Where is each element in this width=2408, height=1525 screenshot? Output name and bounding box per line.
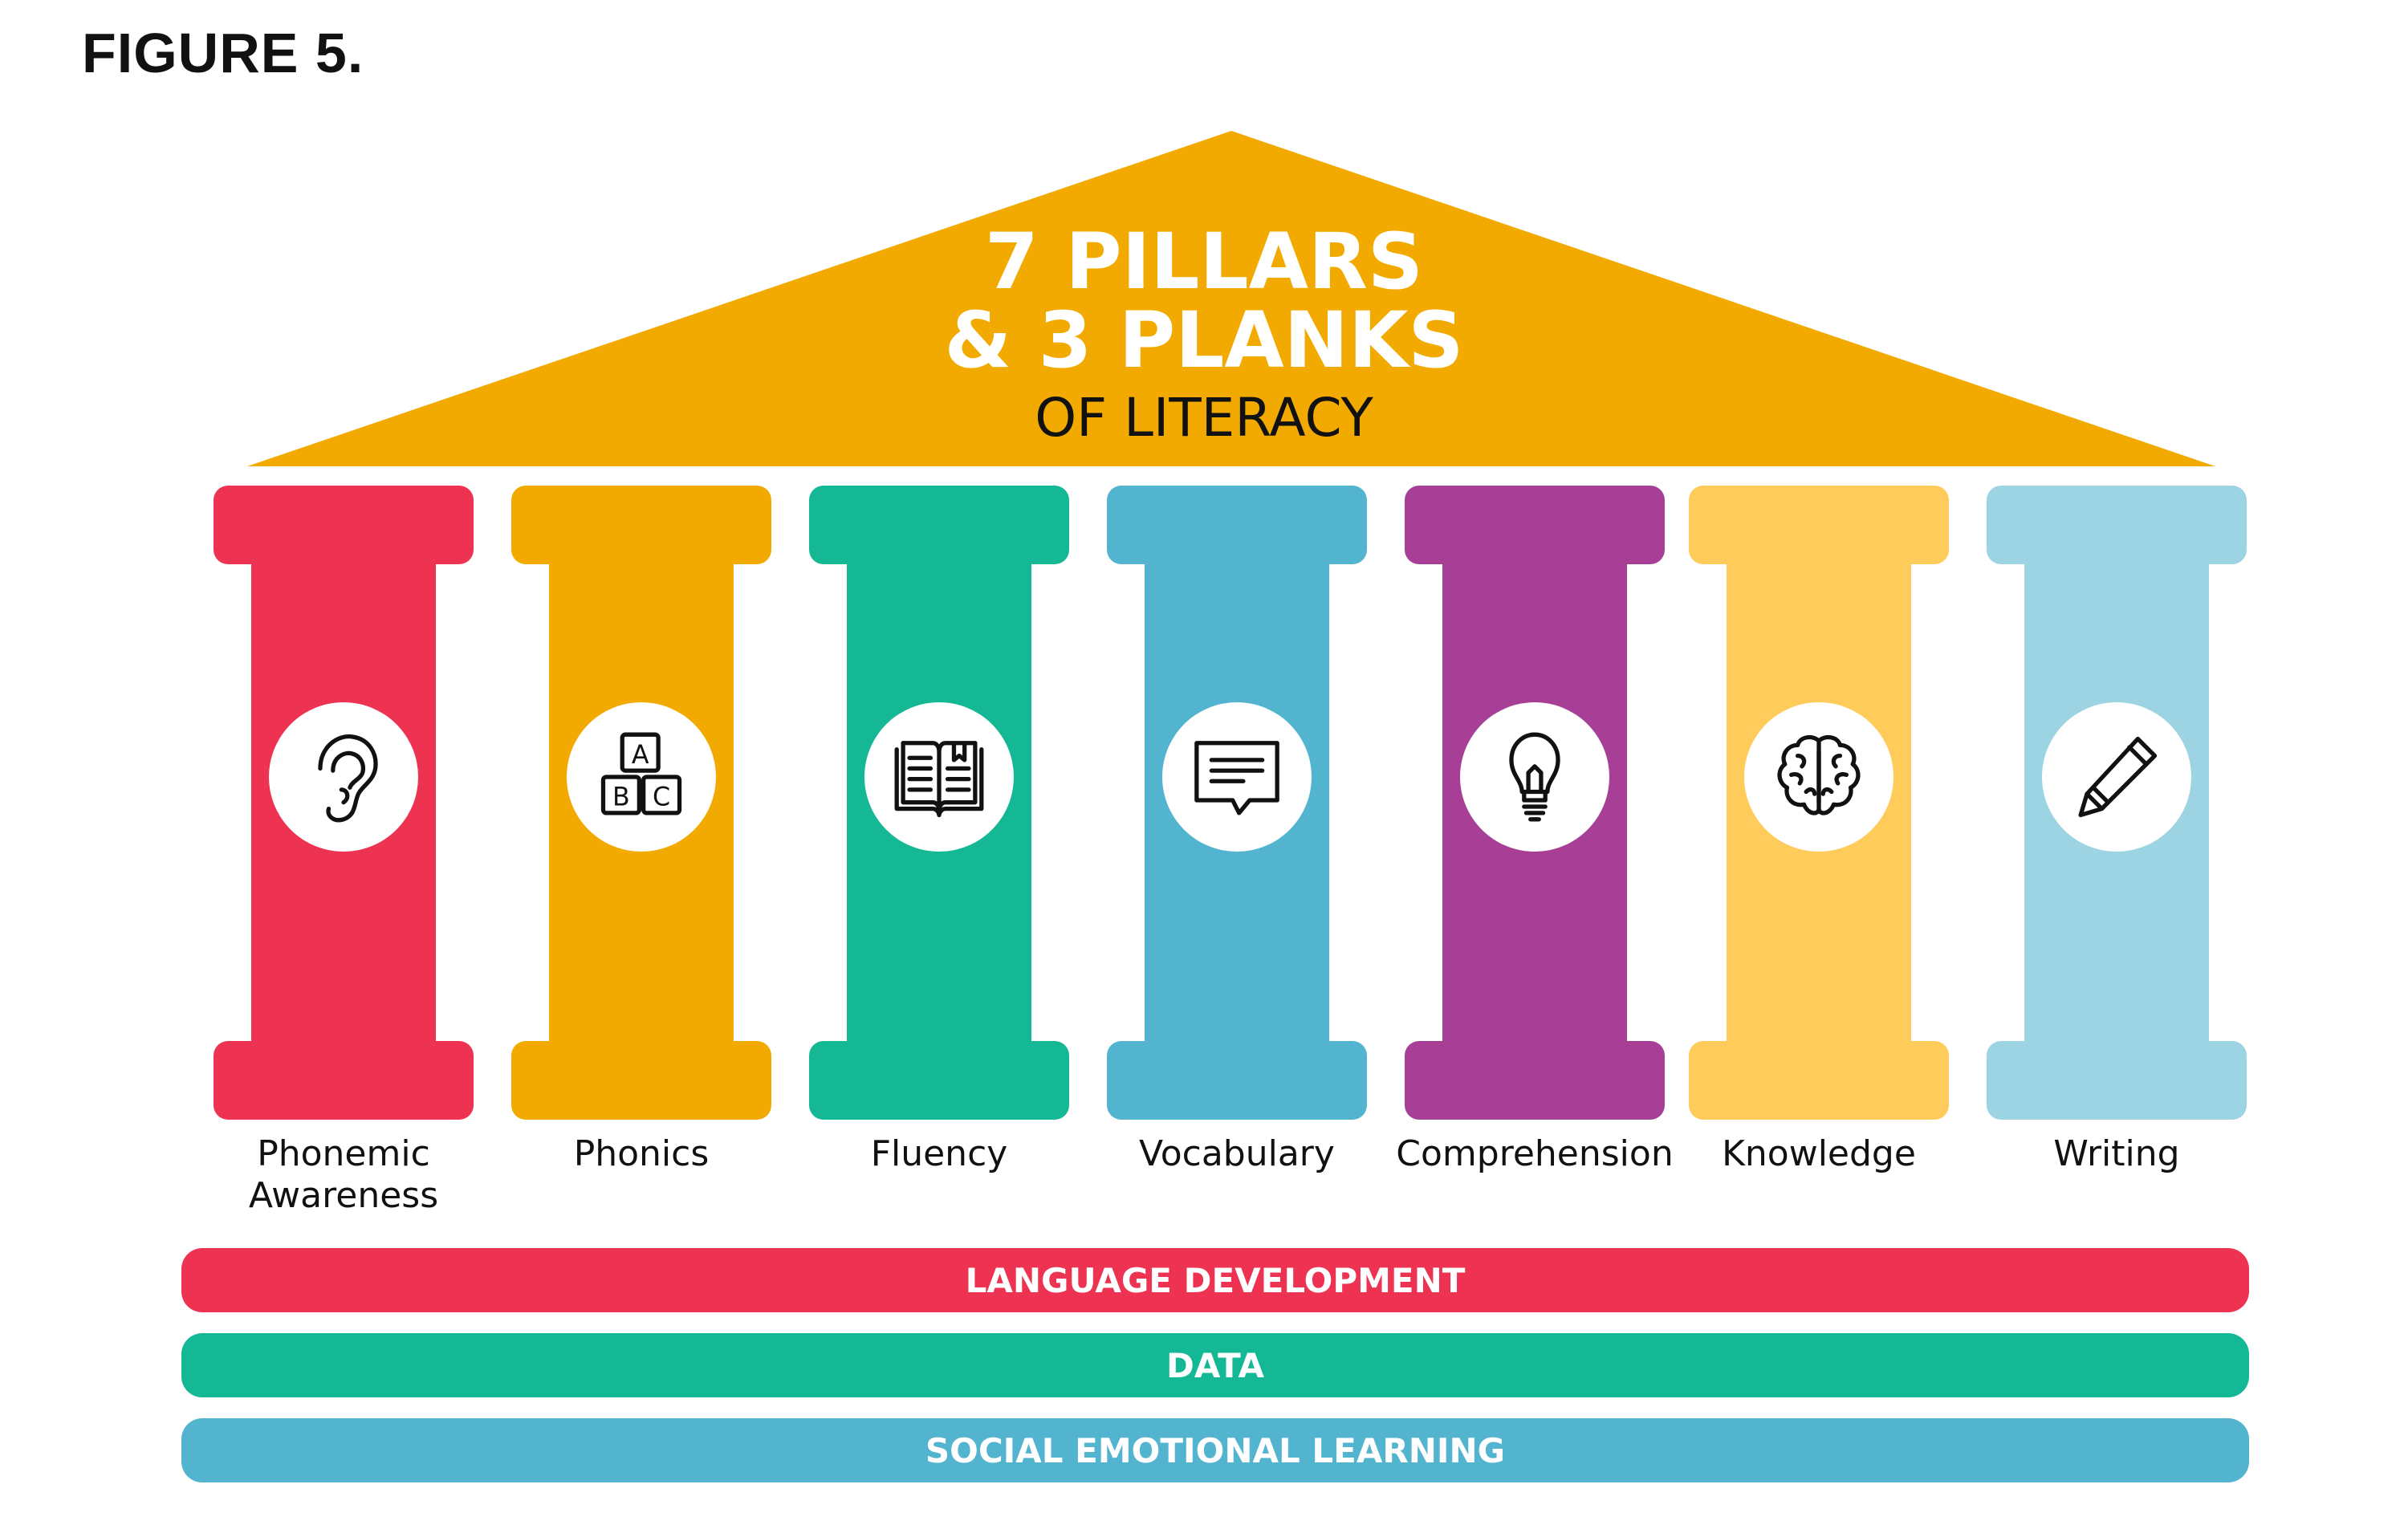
block-letter-c: C: [653, 783, 670, 812]
pillar-label-vocabulary: Vocabulary: [1139, 1133, 1335, 1174]
pillar-cap-bottom: [1405, 1041, 1665, 1120]
pillar-writing: [1987, 486, 2247, 1120]
plank-data: DATA: [181, 1333, 2249, 1397]
pillar-cap-bottom: [511, 1041, 771, 1120]
abc-blocks-icon: A B C: [567, 702, 716, 852]
pillar-cap-bottom: [1107, 1041, 1367, 1120]
pillar-label-fluency: Fluency: [870, 1133, 1008, 1174]
pillar-label-phonics: Phonics: [573, 1133, 710, 1174]
roof-title-line2: & 3 PLANKS: [944, 295, 1464, 385]
ear-icon: [269, 702, 418, 852]
pillar-fluency: [809, 486, 1069, 1120]
pillar-cap-bottom: [1689, 1041, 1949, 1120]
pillar-phonics: A B C: [511, 486, 771, 1120]
plank-social-emotional-learning: SOCIAL EMOTIONAL LEARNING: [181, 1418, 2249, 1482]
lightbulb-icon: [1460, 702, 1609, 852]
open-book-icon: [864, 702, 1014, 852]
roof-triangle: [247, 131, 2215, 466]
pillar-comprehension: [1405, 486, 1665, 1120]
pillar-cap-bottom: [1987, 1041, 2247, 1120]
roof-subtitle: OF LITERACY: [1035, 387, 1373, 449]
pillar-knowledge: [1689, 486, 1949, 1120]
pillar-cap-bottom: [214, 1041, 474, 1120]
pillar-phonemic-awareness: [214, 486, 474, 1120]
brain-icon: [1744, 702, 1893, 852]
block-letter-b: B: [612, 783, 630, 812]
pillar-label-writing: Writing: [2053, 1133, 2180, 1174]
pillar-cap-bottom: [809, 1041, 1069, 1120]
pillar-vocabulary: [1107, 486, 1367, 1120]
speech-bubble-icon: [1162, 702, 1312, 852]
roof-title-line1: 7 PILLARS: [985, 217, 1423, 307]
figure-label: FIGURE 5.: [82, 22, 364, 84]
pillar-label-knowledge: Knowledge: [1722, 1133, 1916, 1174]
pillar-label-comprehension: Comprehension: [1396, 1133, 1674, 1174]
pillar-label-phonemic-awareness: Phonemic Awareness: [248, 1133, 439, 1216]
plank-language-development: LANGUAGE DEVELOPMENT: [181, 1248, 2249, 1312]
block-letter-a: A: [632, 741, 649, 770]
pencil-icon: [2042, 702, 2191, 852]
